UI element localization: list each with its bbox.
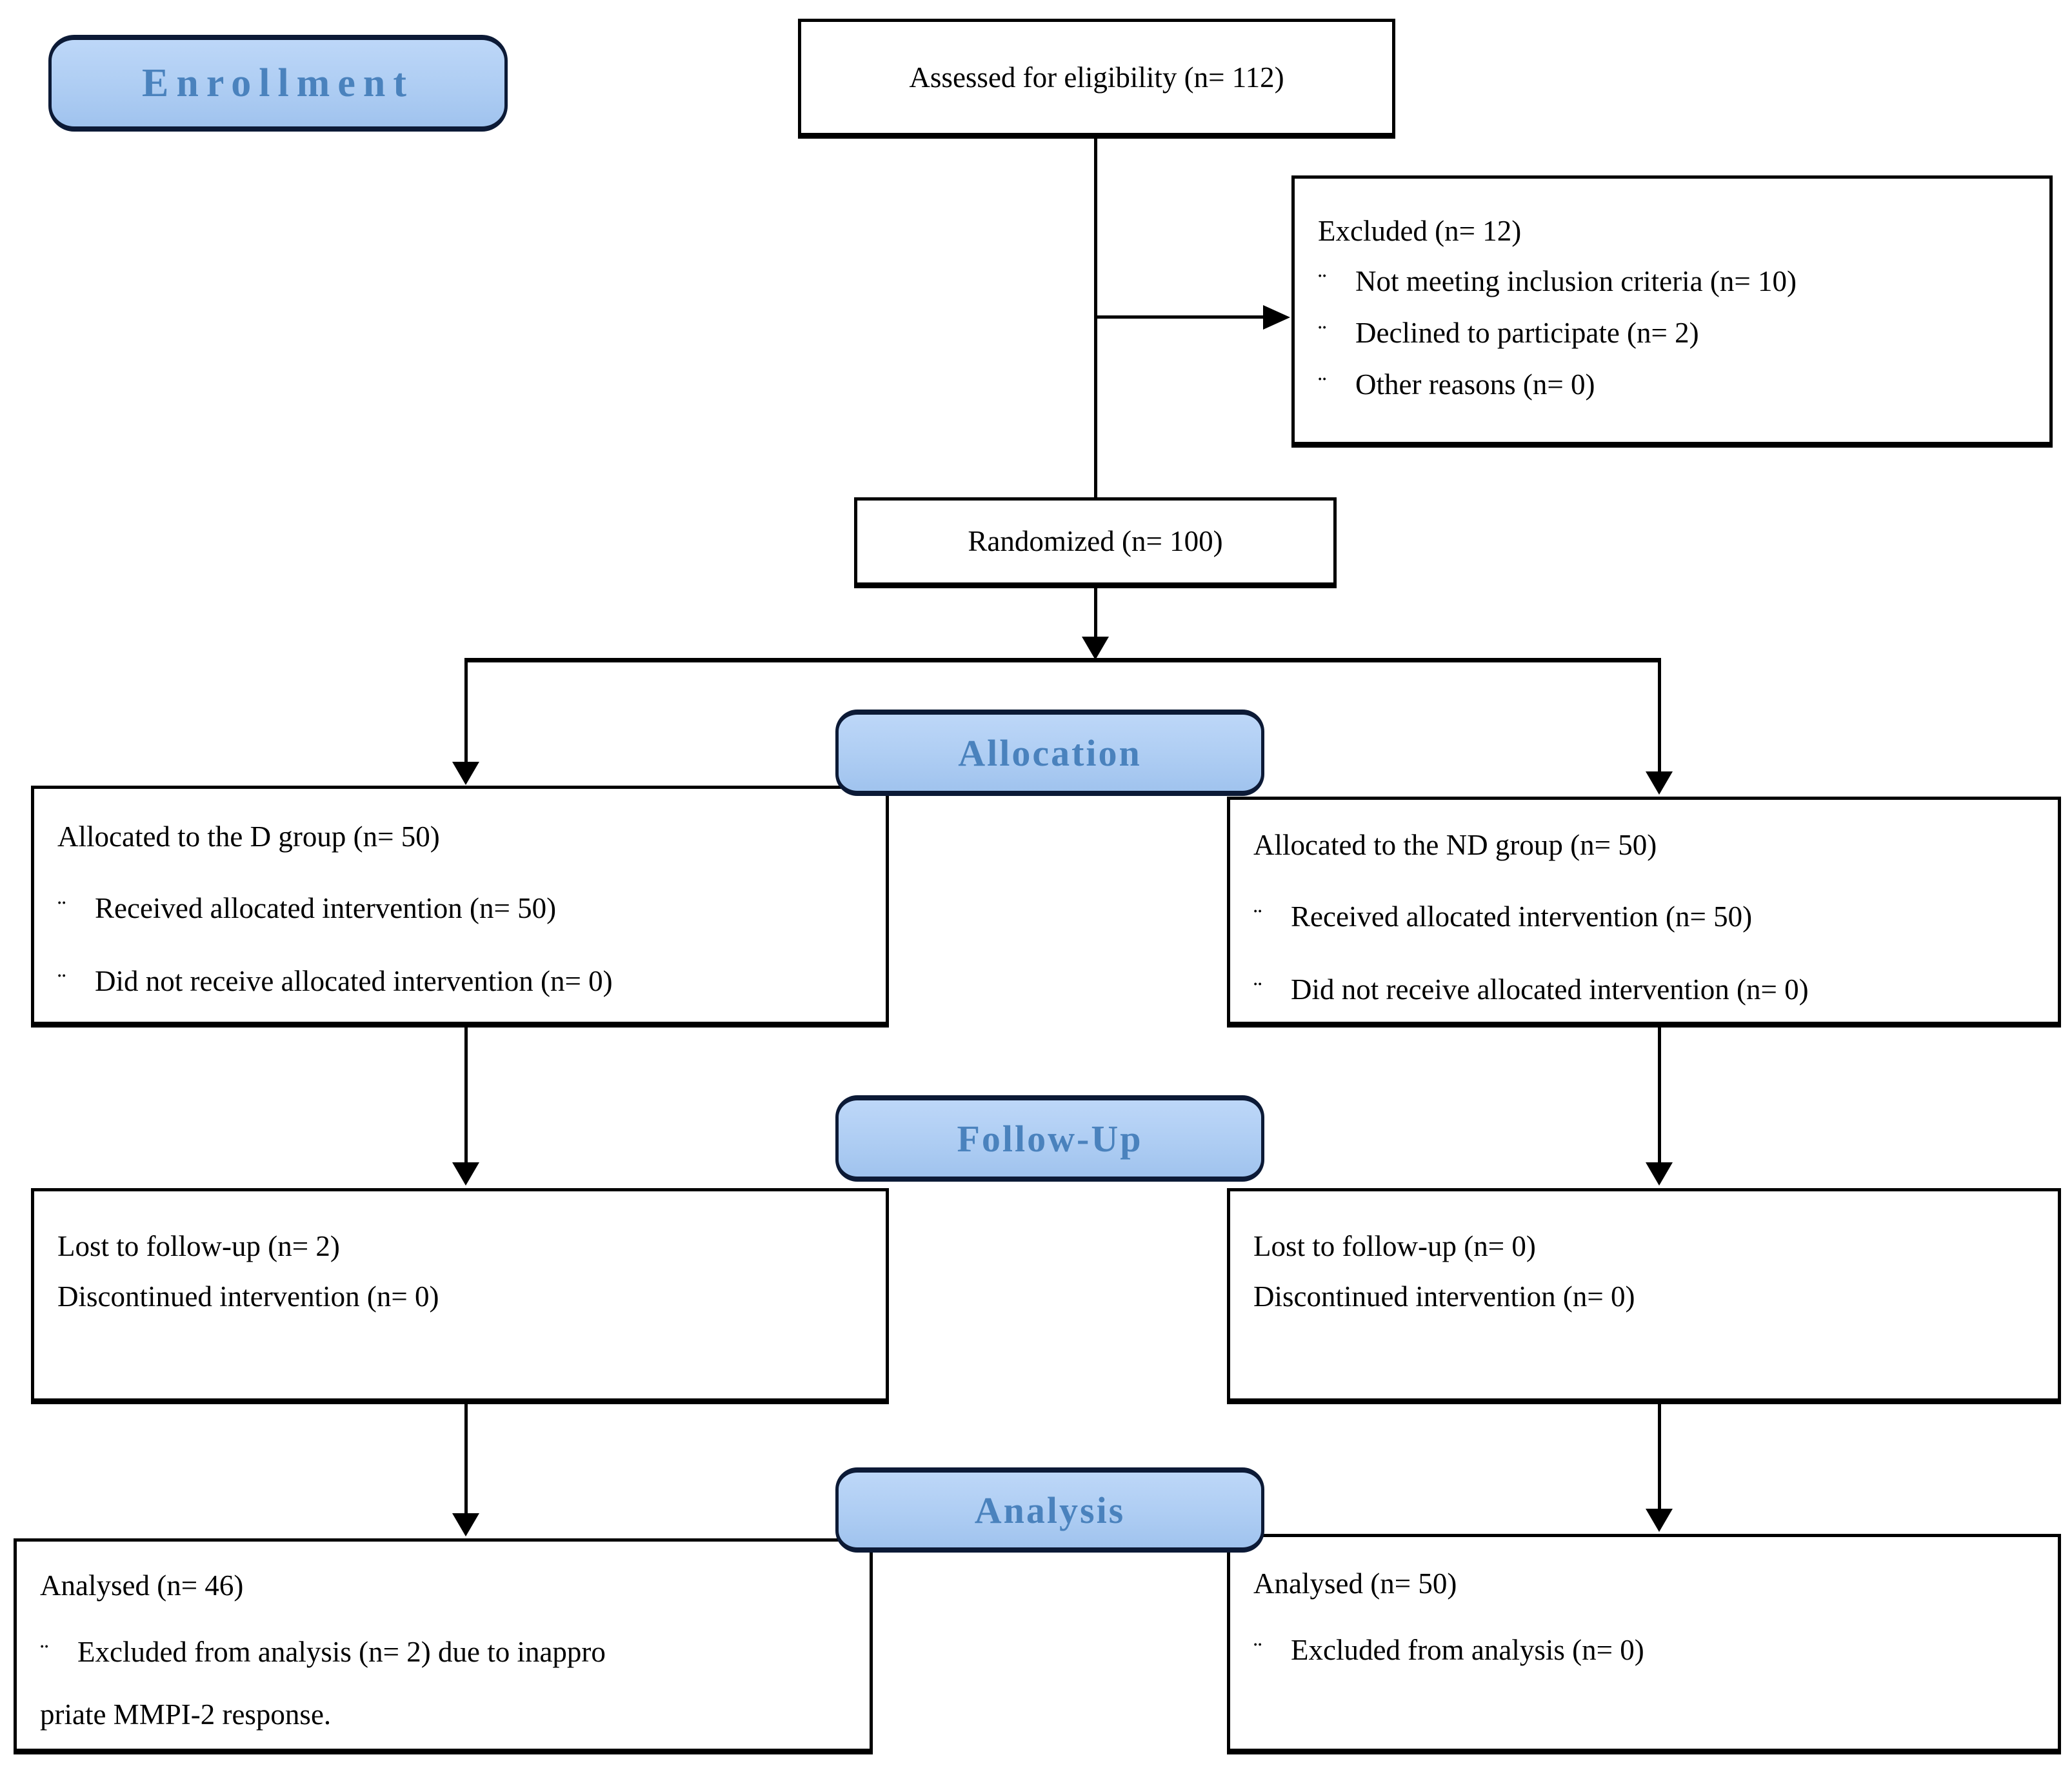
analysed-nd-bullet: ¨ Excluded from analysis (n= 0) (1253, 1636, 2035, 1665)
analysed-d-box: Analysed (n= 46) ¨ Excluded from analysis… (14, 1538, 873, 1754)
excluded-bullet: ¨ Not meeting inclusion criteria (n= 10) (1318, 256, 2026, 308)
arrowhead-alloc-d-icon (452, 762, 479, 785)
arrowhead-fu-d-icon (452, 1162, 479, 1186)
allocation-banner: Allocation (835, 710, 1264, 796)
split-line (464, 658, 1661, 662)
analysis-banner: Analysis (835, 1467, 1264, 1553)
excluded-title: Excluded (n= 12) (1318, 215, 1522, 247)
allocated-d-bullet-text: Did not receive allocated intervention (… (95, 965, 613, 997)
followup-d-line: Discontinued intervention (n= 0) (57, 1280, 439, 1313)
analysed-d-title: Analysed (n= 46) (40, 1569, 244, 1602)
excluded-bullet: ¨ Other reasons (n= 0) (1318, 359, 2026, 411)
bullet-icon: ¨ (57, 968, 66, 997)
arrowhead-an-d-icon (452, 1513, 479, 1536)
excluded-bullet: ¨ Declined to participate (n= 2) (1318, 308, 2026, 359)
excluded-box: Excluded (n= 12) ¨ Not meeting inclusion … (1291, 175, 2053, 448)
arrowhead-excluded-icon (1263, 305, 1290, 330)
connector-split-to-alloc-nd (1658, 662, 1661, 773)
connector-alloc-to-fu-nd (1658, 1028, 1661, 1164)
arrowhead-alloc-nd-icon (1646, 771, 1673, 795)
excluded-bullet-text: Declined to participate (n= 2) (1355, 317, 1699, 349)
enrollment-banner: Enrollment (48, 35, 508, 132)
connector-split-to-alloc-d (464, 662, 468, 764)
connector-fu-to-an-d (464, 1404, 468, 1515)
allocated-nd-bullet-text: Did not receive allocated intervention (… (1291, 973, 1809, 1006)
assessed-text: Assessed for eligibility (n= 112) (909, 61, 1284, 94)
analysed-nd-bullet-text: Excluded from analysis (n= 0) (1291, 1634, 1644, 1666)
connector-randomized-to-split (1094, 588, 1097, 639)
assessed-box: Assessed for eligibility (n= 112) (798, 19, 1395, 139)
analysed-nd-box: Analysed (n= 50) ¨ Excluded from analysis… (1227, 1534, 2061, 1754)
allocated-nd-bullet: ¨ Received allocated intervention (n= 50) (1253, 902, 2035, 931)
follow-up-banner: Follow-Up (835, 1095, 1264, 1182)
bullet-icon: ¨ (57, 895, 66, 924)
analysed-nd-title: Analysed (n= 50) (1253, 1567, 1457, 1600)
followup-d-line: Lost to follow-up (n= 2) (57, 1230, 340, 1262)
bullet-icon: ¨ (1318, 371, 1327, 400)
allocated-d-bullet: ¨ Did not receive allocated intervention … (57, 967, 862, 996)
followup-nd-box: Lost to follow-up (n= 0) Discontinued in… (1227, 1188, 2061, 1404)
excluded-bullet-text: Not meeting inclusion criteria (n= 10) (1355, 265, 1797, 297)
bullet-icon: ¨ (1318, 268, 1327, 297)
arrowhead-an-nd-icon (1646, 1509, 1673, 1532)
allocated-d-bullet-text: Received allocated intervention (n= 50) (95, 892, 557, 924)
allocated-nd-box: Allocated to the ND group (n= 50) ¨ Recei… (1227, 797, 2061, 1028)
randomized-box: Randomized (n= 100) (854, 497, 1337, 588)
connector-alloc-to-fu-d (464, 1028, 468, 1164)
allocated-d-title: Allocated to the D group (n= 50) (57, 820, 440, 853)
allocated-nd-bullet-text: Received allocated intervention (n= 50) (1291, 900, 1753, 933)
bullet-icon: ¨ (1318, 319, 1327, 348)
allocated-d-bullet: ¨ Received allocated intervention (n= 50) (57, 894, 862, 923)
analysed-d-continuation: priate MMPI-2 response. (40, 1698, 332, 1731)
allocated-nd-title: Allocated to the ND group (n= 50) (1253, 829, 1657, 861)
connector-to-excluded (1094, 315, 1265, 319)
followup-nd-line: Lost to follow-up (n= 0) (1253, 1230, 1536, 1262)
arrowhead-split-icon (1082, 637, 1109, 660)
allocated-d-box: Allocated to the D group (n= 50) ¨ Receiv… (31, 786, 889, 1028)
bullet-icon: ¨ (40, 1638, 49, 1667)
bullet-icon: ¨ (1253, 976, 1262, 1005)
connector-fu-to-an-nd (1658, 1404, 1661, 1510)
excluded-bullet-text: Other reasons (n= 0) (1355, 368, 1595, 401)
followup-d-box: Lost to follow-up (n= 2) Discontinued in… (31, 1188, 889, 1404)
analysed-d-bullet-text: Excluded from analysis (n= 2) due to ina… (77, 1636, 606, 1668)
followup-nd-line: Discontinued intervention (n= 0) (1253, 1280, 1635, 1313)
allocated-nd-bullet: ¨ Did not receive allocated intervention … (1253, 975, 2035, 1004)
bullet-icon: ¨ (1253, 1636, 1262, 1665)
bullet-icon: ¨ (1253, 903, 1262, 932)
analysed-d-bullet: ¨ Excluded from analysis (n= 2) due to in… (40, 1638, 846, 1667)
arrowhead-fu-nd-icon (1646, 1162, 1673, 1186)
randomized-text: Randomized (n= 100) (968, 525, 1223, 557)
